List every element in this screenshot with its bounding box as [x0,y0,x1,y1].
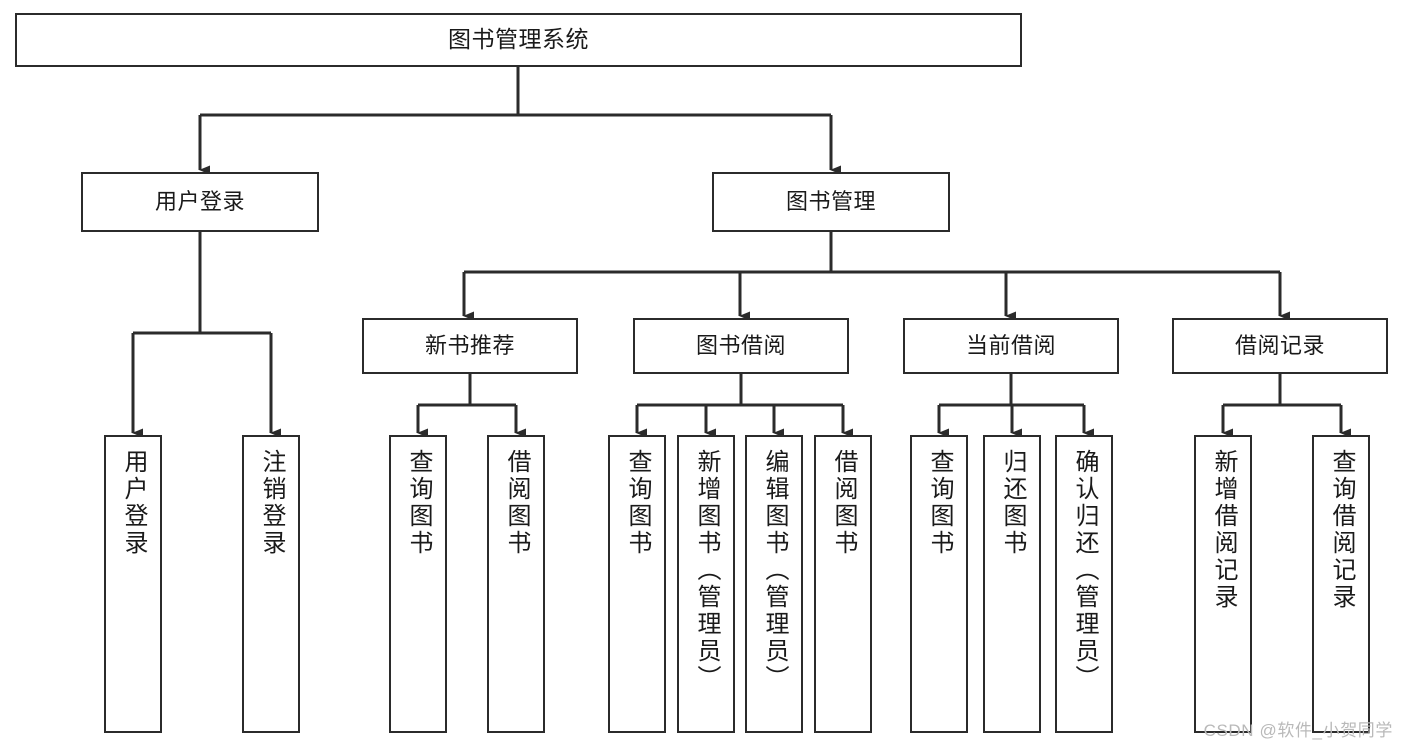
node-borrow-record[interactable]: 借阅记录 [1172,318,1388,374]
node-label: 确认归还（管理员） [1071,449,1098,692]
node-leaf-query-book-1[interactable]: 查询图书 [389,435,447,733]
node-book-manage[interactable]: 图书管理 [712,172,950,232]
node-label: 借阅记录 [1234,332,1325,358]
connector-lines [131,67,1351,438]
node-leaf-add-book-admin[interactable]: 新增图书（管理员） [677,435,735,733]
node-leaf-logout[interactable]: 注销登录 [242,435,300,733]
node-label: 新增图书（管理员） [693,449,720,692]
node-label: 借阅图书 [503,449,530,557]
node-label: 当前借阅 [965,332,1056,358]
node-current-borrow[interactable]: 当前借阅 [903,318,1119,374]
node-user-login[interactable]: 用户登录 [81,172,319,232]
node-label: 借阅图书 [830,449,857,557]
node-leaf-user-login[interactable]: 用户登录 [104,435,162,733]
node-label: 归还图书 [999,449,1026,557]
node-book-borrow[interactable]: 图书借阅 [633,318,849,374]
node-leaf-confirm-return-admin[interactable]: 确认归还（管理员） [1055,435,1113,733]
node-label: 查询图书 [926,449,953,557]
node-leaf-query-book-2[interactable]: 查询图书 [608,435,666,733]
node-label: 图书管理系统 [448,26,589,53]
node-root-图书管理系统[interactable]: 图书管理系统 [15,13,1022,67]
node-leaf-add-borrow-record[interactable]: 新增借阅记录 [1194,435,1252,733]
node-label: 新增借阅记录 [1210,449,1237,611]
node-label: 新书推荐 [424,332,515,358]
node-label: 用户登录 [154,188,245,214]
node-label: 查询借阅记录 [1328,449,1355,611]
node-leaf-query-borrow-record[interactable]: 查询借阅记录 [1312,435,1370,733]
node-leaf-query-book-3[interactable]: 查询图书 [910,435,968,733]
node-leaf-return-book[interactable]: 归还图书 [983,435,1041,733]
node-leaf-edit-book-admin[interactable]: 编辑图书（管理员） [745,435,803,733]
node-label: 用户登录 [120,449,147,557]
node-leaf-borrow-book-1[interactable]: 借阅图书 [487,435,545,733]
node-label: 查询图书 [624,449,651,557]
node-label: 查询图书 [405,449,432,557]
node-label: 图书借阅 [695,332,786,358]
node-label: 图书管理 [785,188,876,214]
node-label: 编辑图书（管理员） [761,449,788,692]
node-label: 注销登录 [258,449,285,557]
node-new-book-recommend[interactable]: 新书推荐 [362,318,578,374]
node-leaf-borrow-book-2[interactable]: 借阅图书 [814,435,872,733]
